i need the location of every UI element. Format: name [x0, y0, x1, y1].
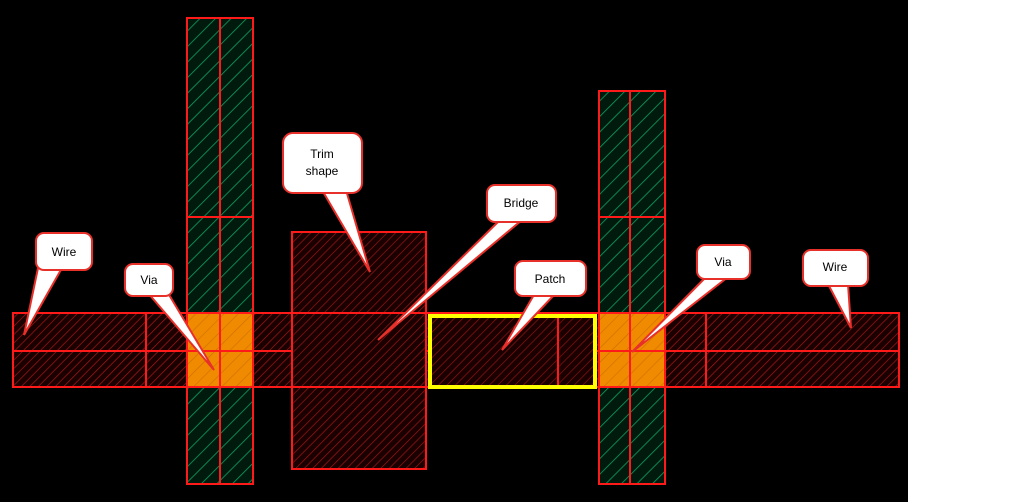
callout-wire-left: Wire: [23, 232, 93, 336]
callout-via-right-text: Via: [714, 255, 731, 269]
callout-bridge: Bridge: [377, 184, 557, 341]
callout-bridge-text: Bridge: [504, 196, 539, 210]
trim-shape: [291, 231, 427, 470]
callout-via-right: Via: [631, 244, 751, 353]
callout-patch: Patch: [501, 260, 587, 351]
callout-wire-right: Wire: [802, 249, 869, 329]
callout-trim-shape-text-1: Trim: [310, 147, 334, 161]
vertical-wire-right: [598, 90, 666, 485]
callout-trim-shape: Trim shape: [282, 132, 371, 273]
diagram-background: [0, 0, 908, 502]
callout-wire-left-text: Wire: [52, 245, 77, 259]
callout-trim-shape-text-2: shape: [306, 164, 339, 178]
callout-via-left-text: Via: [140, 273, 157, 287]
callout-wire-right-text: Wire: [823, 260, 848, 274]
patch-shape: [428, 314, 597, 389]
via-right: [598, 312, 666, 388]
callout-via-left: Via: [124, 263, 215, 371]
callout-patch-text: Patch: [535, 272, 566, 286]
vertical-wire-left: [186, 17, 254, 485]
